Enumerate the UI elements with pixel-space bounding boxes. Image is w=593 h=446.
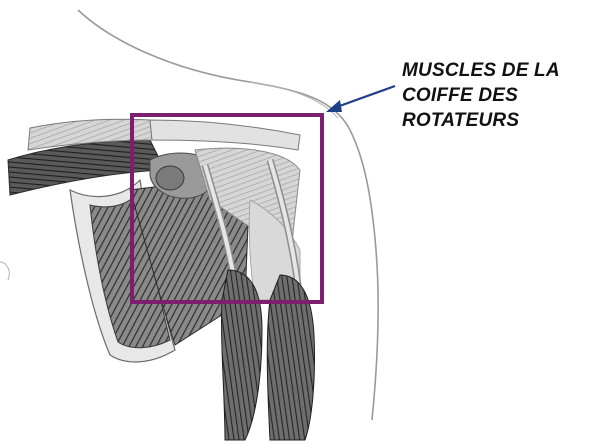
annotation-line-2: COIFFE DES [402,83,592,108]
annotation-line-1: MUSCLES DE LA [402,58,592,83]
annotation-line-3: ROTATEURS [402,108,592,133]
annotation-arrow [326,86,395,112]
annotation-label: MUSCLES DE LA COIFFE DES ROTATEURS [402,58,592,133]
